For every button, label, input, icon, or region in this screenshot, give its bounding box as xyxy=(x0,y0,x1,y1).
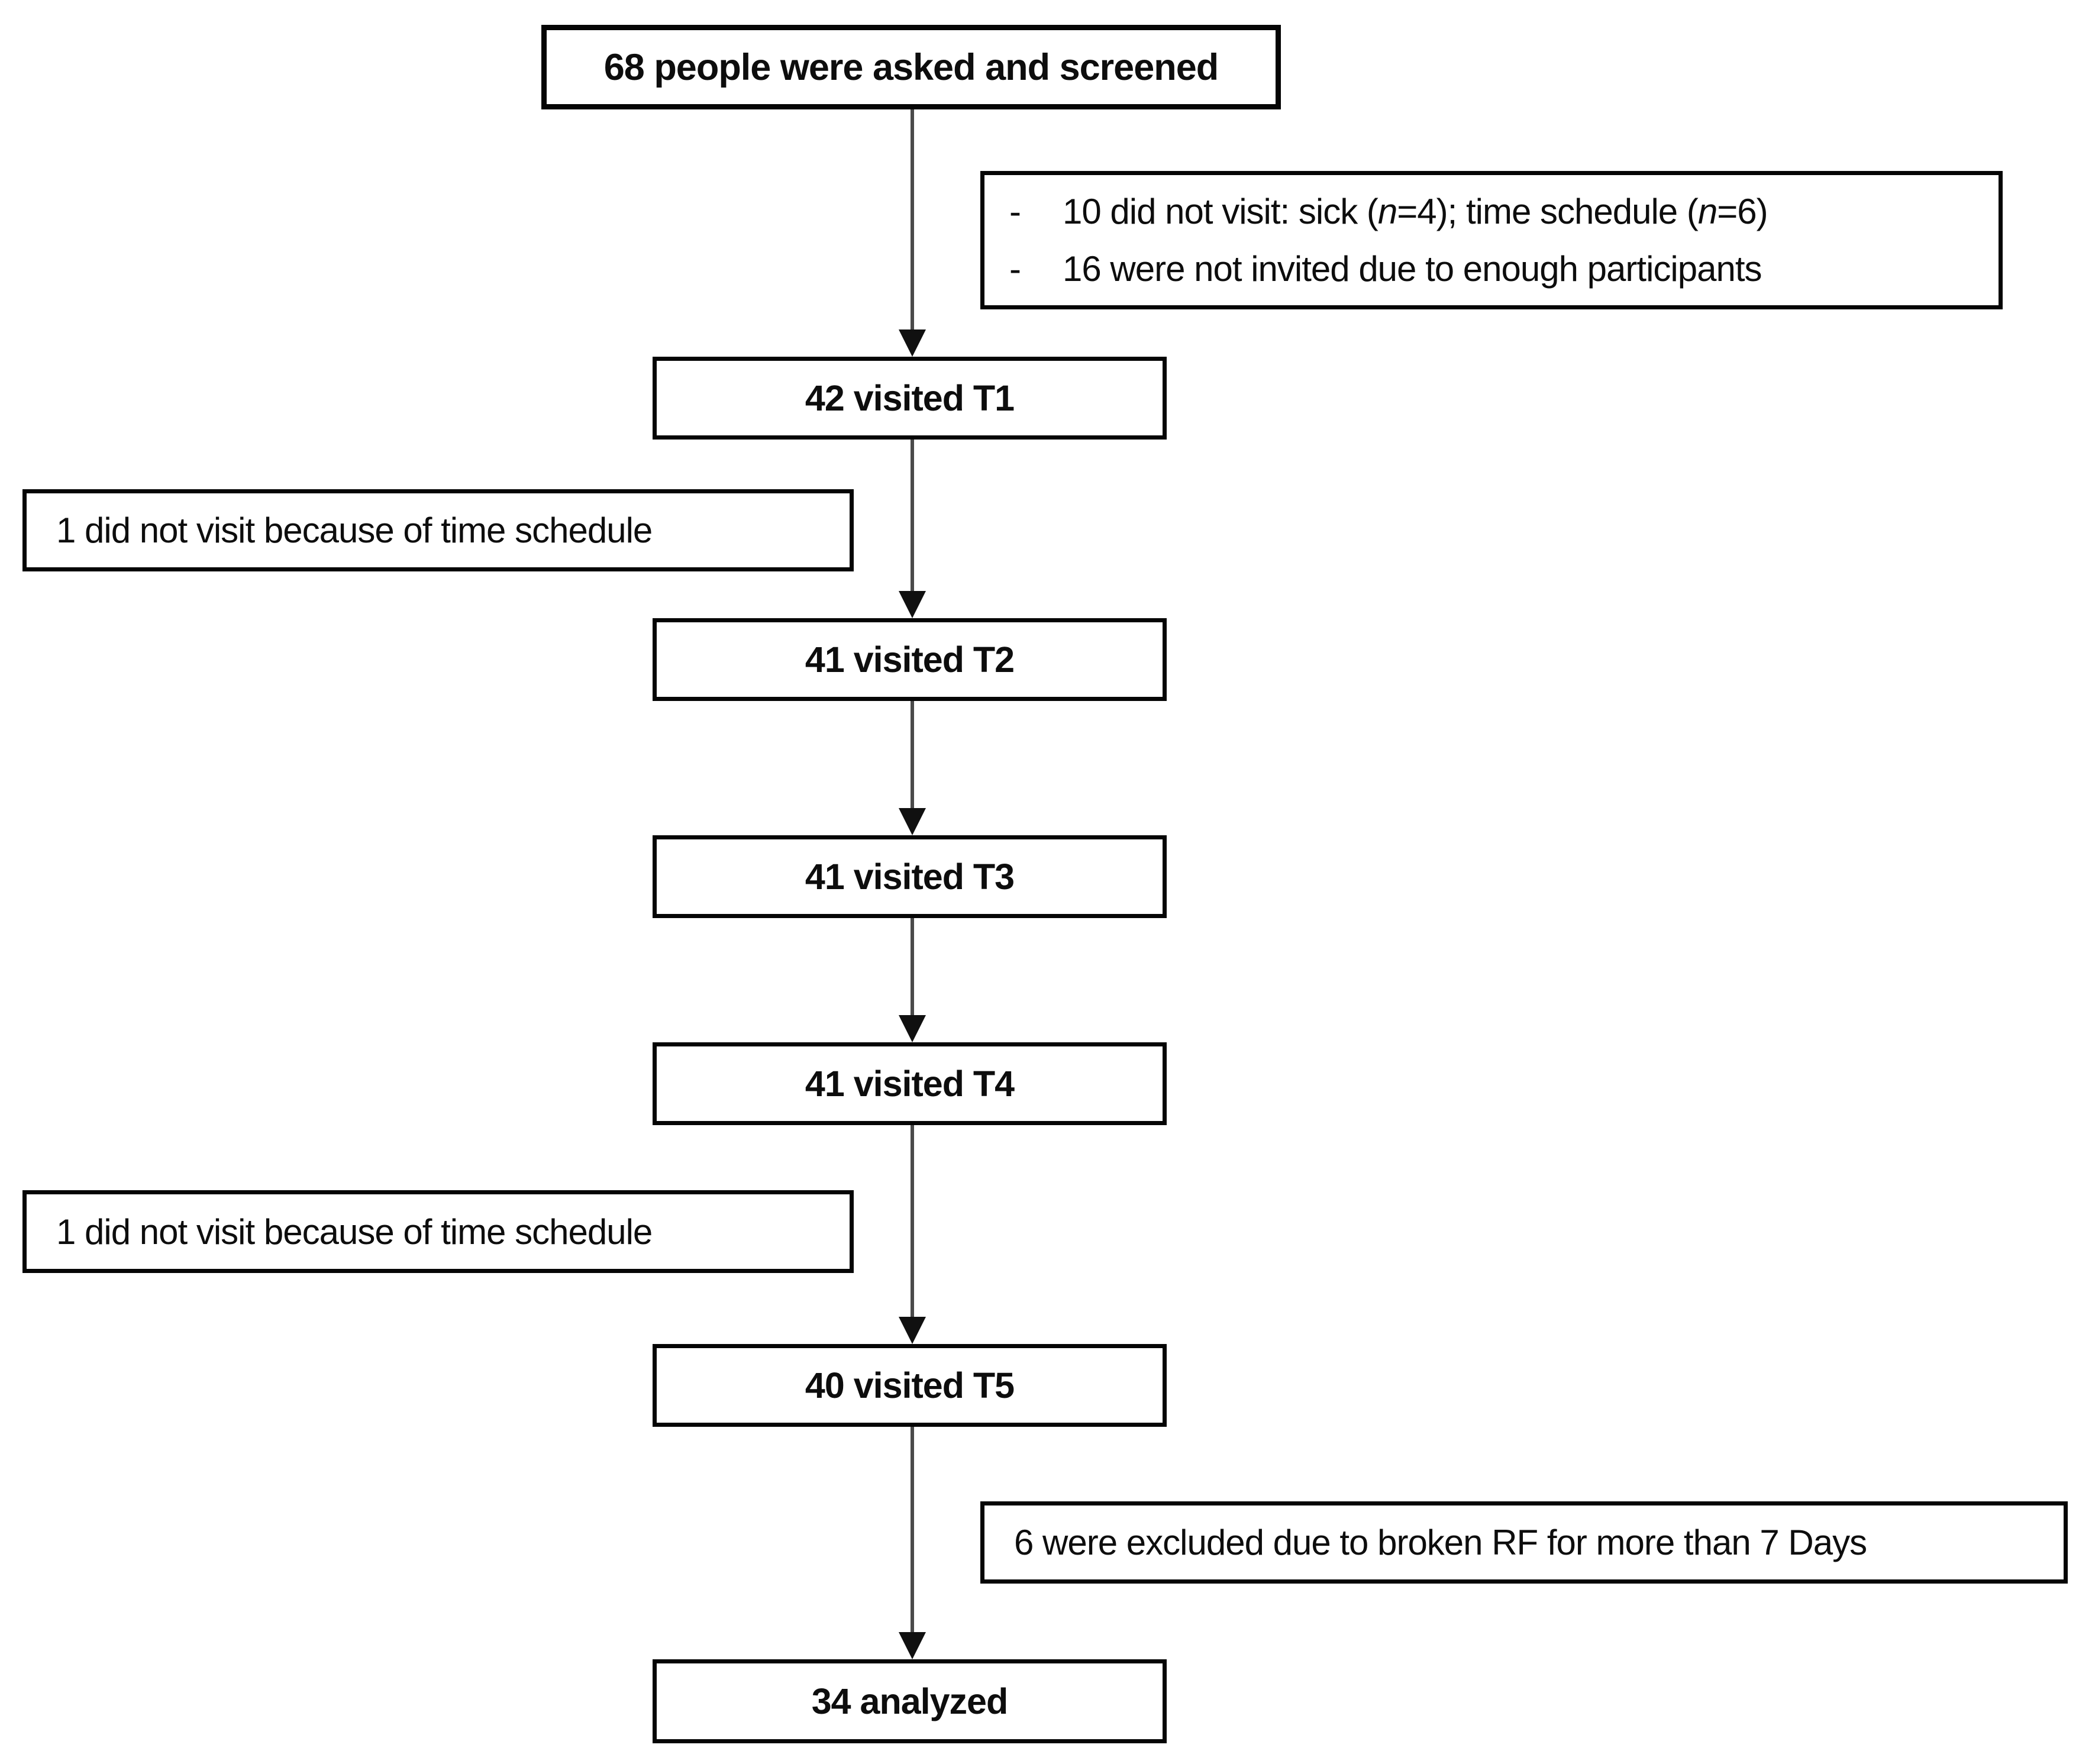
arrow-head-icon xyxy=(899,1015,926,1042)
flow-box-visited-t3: 41 visited T3 xyxy=(653,835,1167,918)
note-line: - 16 were not invited due to enough part… xyxy=(1009,248,1999,289)
arrow-line xyxy=(911,1125,914,1323)
down-arrow-t3-to-t4 xyxy=(899,918,926,1042)
bullet-dash: - xyxy=(1009,248,1021,289)
arrow-head-icon xyxy=(899,329,926,357)
arrow-line xyxy=(911,701,914,814)
note-text: 10 did not visit: sick (n=4); time sched… xyxy=(1063,192,1768,232)
arrow-head-icon xyxy=(899,1317,926,1344)
down-arrow-t2-to-t3 xyxy=(899,701,926,835)
flow-box-visited-t1: 42 visited T1 xyxy=(653,357,1167,440)
arrow-line xyxy=(911,1427,914,1638)
down-arrow-t5-to-analyzed xyxy=(899,1427,926,1659)
note-box-dropout-before-t5: 1 did not visit because of time schedule xyxy=(22,1190,854,1273)
down-arrow-screened-to-t1 xyxy=(899,109,926,357)
down-arrow-t1-to-t2 xyxy=(899,440,926,618)
arrow-head-icon xyxy=(899,591,926,618)
flow-box-screened: 68 people were asked and screened xyxy=(541,25,1281,109)
note-box-excluded-before-analysis: 6 were excluded due to broken RF for mor… xyxy=(980,1501,2068,1584)
flow-box-visited-t4: 41 visited T4 xyxy=(653,1042,1167,1125)
arrow-line xyxy=(911,440,914,597)
note-text: 16 were not invited due to enough partic… xyxy=(1063,248,1762,289)
bullet-dash: - xyxy=(1009,192,1021,232)
flow-box-analyzed: 34 analyzed xyxy=(653,1659,1167,1743)
arrow-line xyxy=(911,109,914,335)
note-box-dropout-before-t2: 1 did not visit because of time schedule xyxy=(22,489,854,571)
flow-box-visited-t2: 41 visited T2 xyxy=(653,618,1167,701)
arrow-head-icon xyxy=(899,1632,926,1659)
down-arrow-t4-to-t5 xyxy=(899,1125,926,1344)
flow-box-visited-t5: 40 visited T5 xyxy=(653,1344,1167,1427)
arrow-head-icon xyxy=(899,808,926,835)
note-line: - 10 did not visit: sick (n=4); time sch… xyxy=(1009,191,1999,232)
note-box-dropouts-before-t1: - 10 did not visit: sick (n=4); time sch… xyxy=(980,171,2003,309)
arrow-line xyxy=(911,918,914,1021)
